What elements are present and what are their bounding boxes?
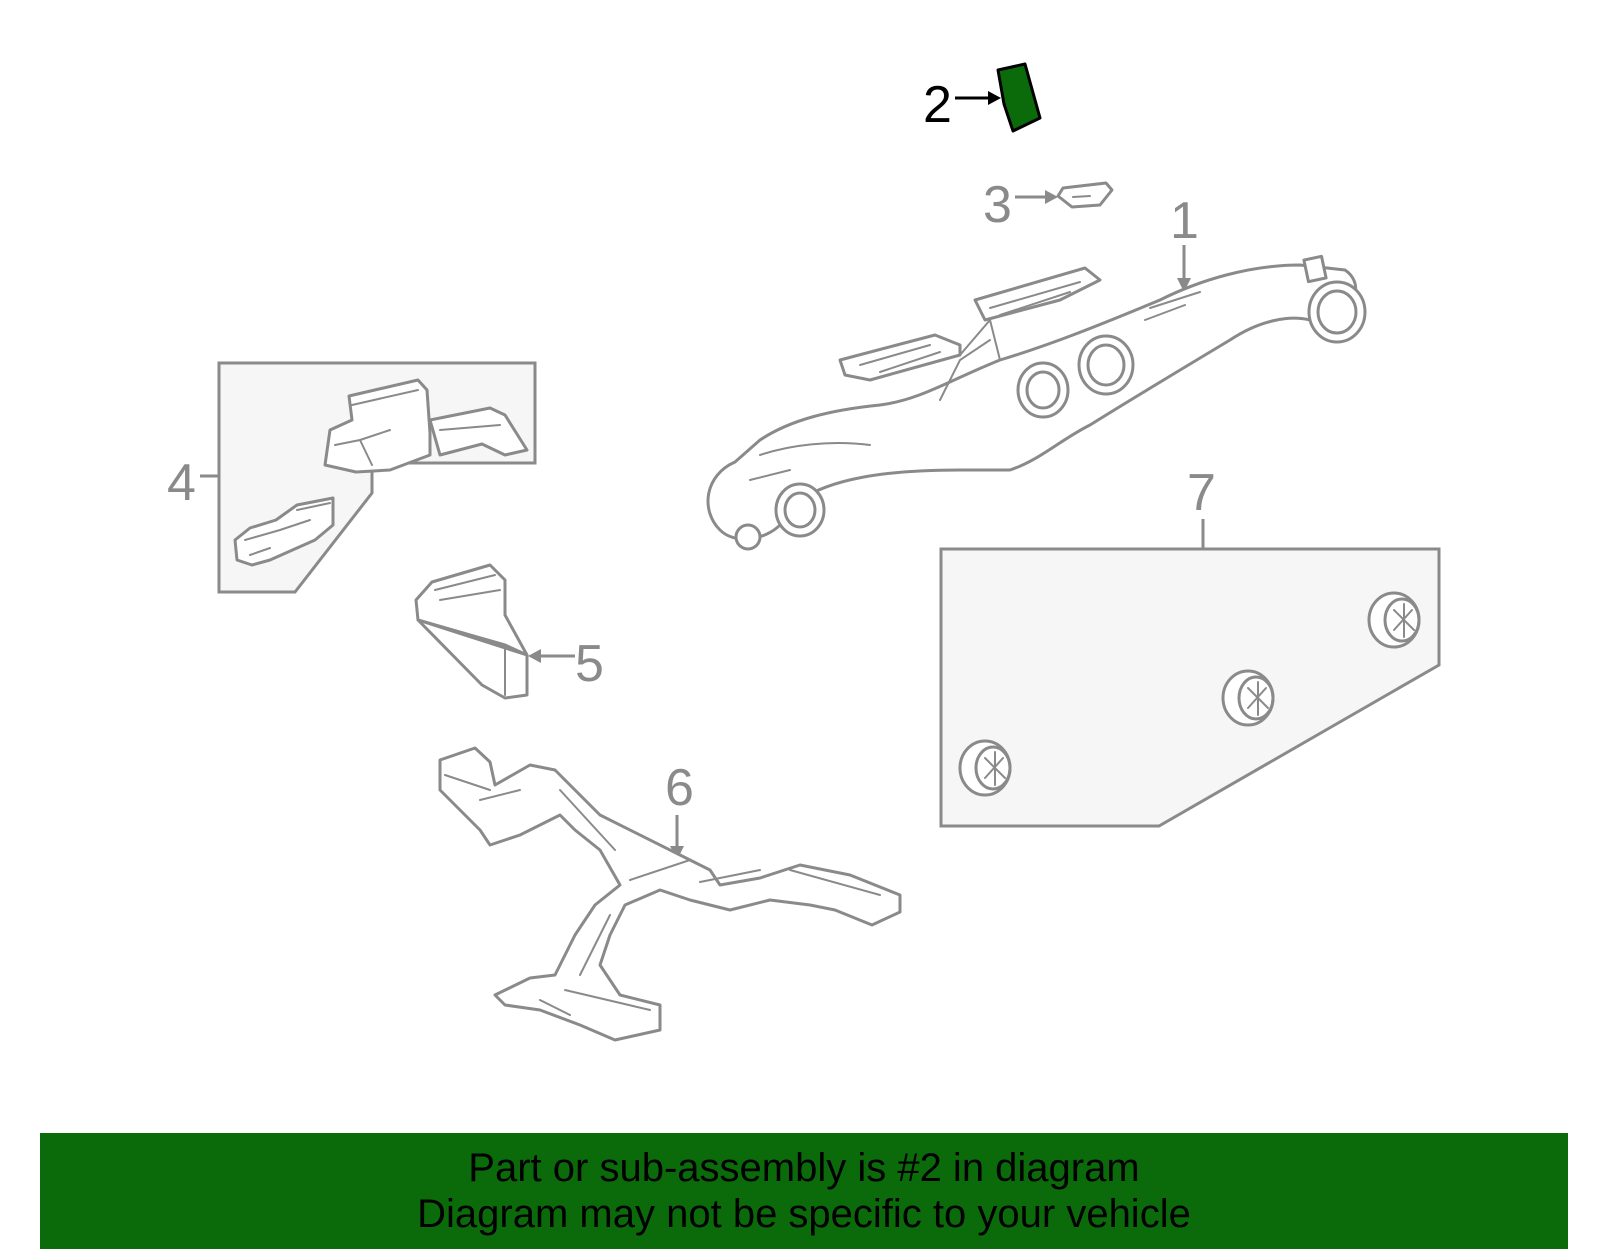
info-banner: Part or sub-assembly is #2 in diagram Di… <box>40 1133 1568 1249</box>
callout-2: 2 <box>923 76 952 134</box>
vent-3 <box>1367 591 1421 649</box>
vent-1 <box>958 739 1012 797</box>
callout-5: 5 <box>575 635 604 693</box>
banner-line-2: Diagram may not be specific to your vehi… <box>417 1192 1191 1236</box>
callout-3: 3 <box>983 176 1012 234</box>
part-1-main-duct[interactable]: 1 <box>706 192 1367 551</box>
part-7-box[interactable]: 7 <box>939 464 1441 828</box>
part-5[interactable]: 5 <box>414 563 604 700</box>
callout-1: 1 <box>1170 192 1199 250</box>
callout-4: 4 <box>167 454 196 512</box>
part-3[interactable]: 3 <box>983 176 1114 234</box>
part-6-floor-duct[interactable]: 6 <box>438 746 902 1042</box>
vent-2 <box>1221 669 1275 727</box>
part-2-highlighted[interactable]: 2 <box>923 62 1042 134</box>
banner-line-1: Part or sub-assembly is #2 in diagram <box>468 1146 1140 1190</box>
part-4-box[interactable]: 4 <box>167 361 537 594</box>
callout-7: 7 <box>1187 464 1216 522</box>
callout-6: 6 <box>665 759 694 817</box>
